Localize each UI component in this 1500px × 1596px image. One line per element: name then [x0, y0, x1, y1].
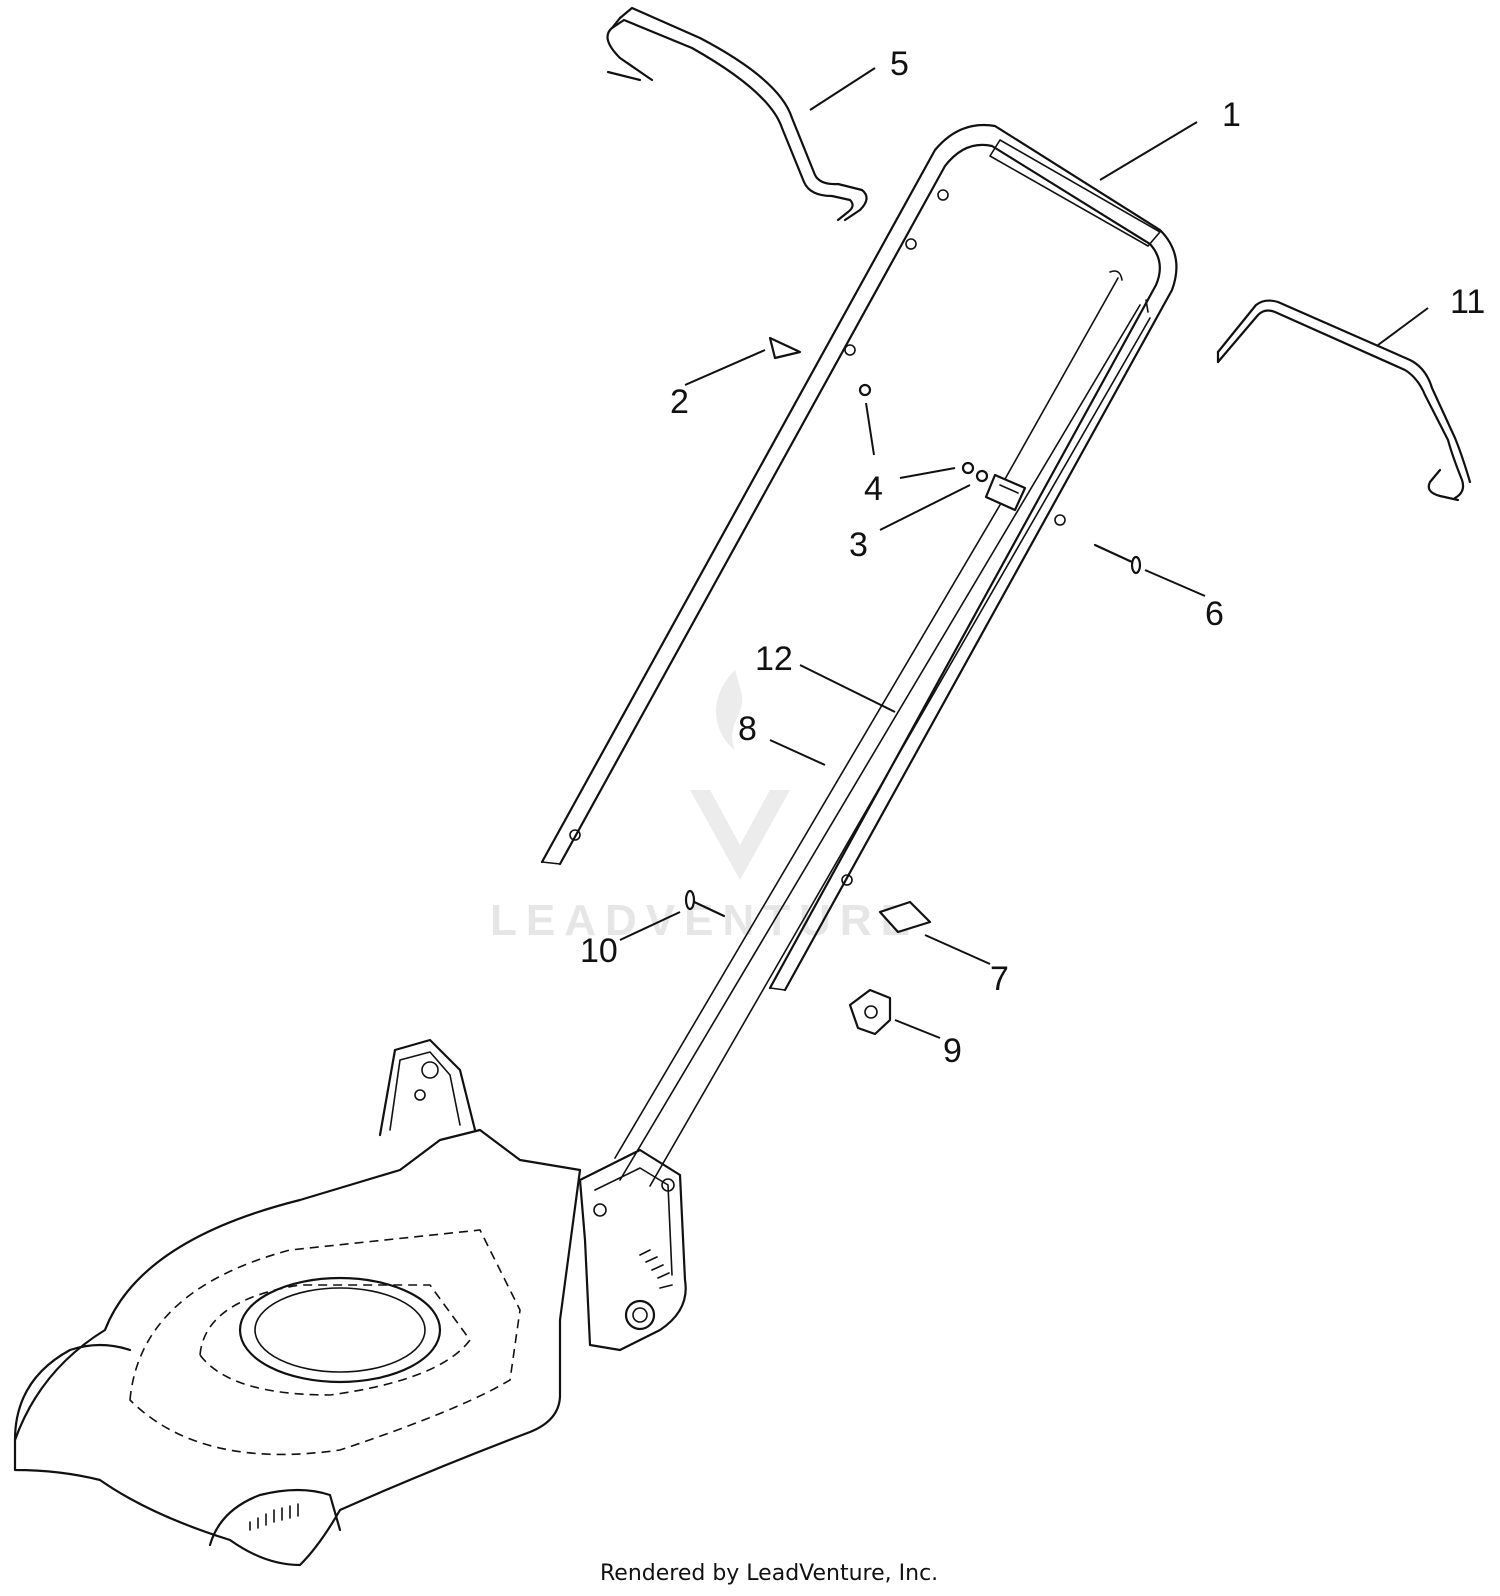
part-9-knob — [848, 988, 892, 1036]
footer-credit: Rendered by LeadVenture, Inc. — [600, 1561, 938, 1586]
callout-3: 3 — [849, 526, 868, 564]
callout-4: 4 — [864, 470, 883, 508]
callout-11: 11 — [1450, 283, 1485, 321]
control-cables — [614, 270, 1151, 1187]
callout-9: 9 — [943, 1032, 962, 1070]
part-5-bail — [606, 6, 868, 222]
callout-10: 10 — [580, 932, 618, 970]
height-adjuster-bracket — [578, 1148, 687, 1352]
part-10-bolt — [684, 889, 726, 918]
callout-8: 8 — [738, 710, 757, 748]
part-3-cable-guide — [984, 473, 1027, 512]
part-11-bail — [1216, 299, 1472, 502]
callout-1: 1 — [1222, 96, 1241, 134]
mower-deck — [13, 1038, 582, 1567]
part-1-upper-handle — [540, 124, 1178, 992]
callout-12: 12 — [755, 640, 793, 678]
part-2-clip — [768, 336, 802, 360]
callout-labels: 1 2 3 4 5 6 7 8 9 10 11 12 — [580, 45, 1485, 1070]
callout-7: 7 — [990, 960, 1009, 998]
watermark-text: LEADVENTURE — [490, 896, 919, 945]
part-4-nuts — [858, 383, 989, 483]
callout-2: 2 — [670, 383, 689, 421]
callout-6: 6 — [1205, 595, 1224, 633]
leader-lines — [619, 67, 1429, 1039]
part-6-bolt — [1093, 543, 1142, 575]
part-7-insert — [878, 900, 932, 934]
leadventure-watermark: LEADVENTURE — [490, 670, 919, 945]
callout-5: 5 — [890, 45, 909, 83]
